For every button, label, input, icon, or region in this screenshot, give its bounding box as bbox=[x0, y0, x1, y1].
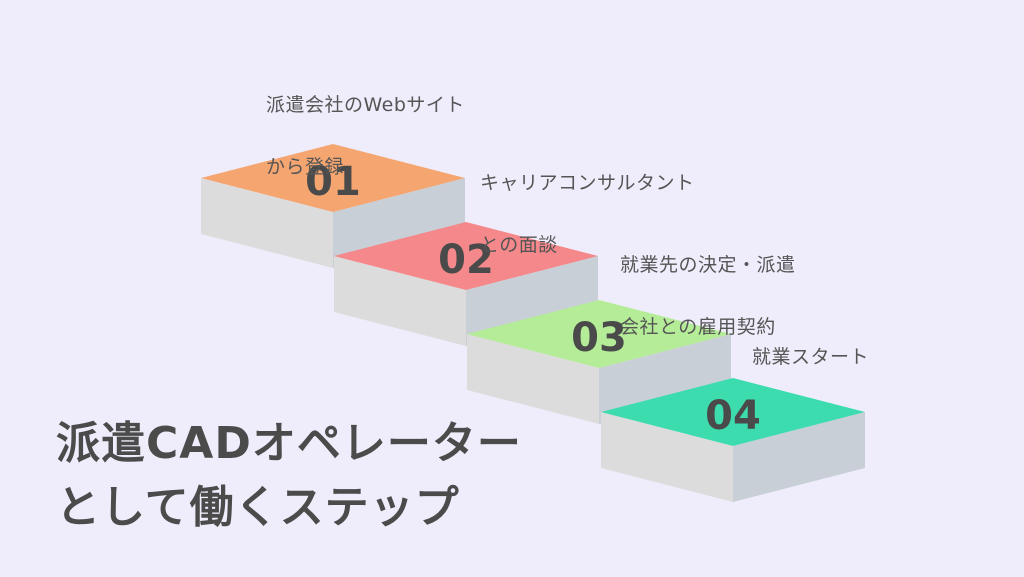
step-2-description-line-1: キャリアコンサルタント bbox=[480, 172, 695, 194]
step-4-description-line-1: 就業スタート bbox=[752, 346, 870, 368]
step-block-4: 04 bbox=[601, 378, 865, 502]
step-1-description-line-2: から登録 bbox=[266, 156, 345, 178]
step-3-left-face bbox=[467, 334, 599, 424]
step-2-description: キャリアコンサルタント との面談 bbox=[480, 137, 695, 292]
step-2-right-face bbox=[466, 256, 598, 346]
step-3-top-face bbox=[467, 300, 731, 368]
step-3-right-face bbox=[599, 334, 731, 424]
main-title-line-1: 派遣CADオペレーター bbox=[56, 418, 522, 469]
step-4-top-face bbox=[601, 378, 865, 446]
step-1-top-face bbox=[201, 144, 465, 212]
step-3-description-line-2: 会社との雇用契約 bbox=[620, 316, 776, 338]
step-1-description: 派遣会社のWebサイト から登録 bbox=[266, 59, 465, 214]
step-4-right-face bbox=[733, 412, 865, 502]
step-2-top-face bbox=[334, 222, 598, 290]
step-2-description-line-2: との面談 bbox=[480, 234, 558, 256]
step-4-left-face bbox=[601, 412, 733, 502]
step-2-number: 02 bbox=[438, 237, 494, 283]
main-title-line-2: として働くステップ bbox=[56, 482, 460, 533]
step-block-3: 03 bbox=[467, 300, 731, 424]
step-4-number: 04 bbox=[705, 393, 761, 439]
step-4-description: 就業スタート bbox=[752, 311, 869, 404]
step-1-left-face bbox=[201, 178, 333, 268]
step-3-description-line-1: 就業先の決定・派遣 bbox=[620, 254, 796, 276]
main-title: 派遣CADオペレーター として働くステップ bbox=[56, 412, 522, 540]
step-block-1: 01 bbox=[201, 144, 465, 268]
step-block-2: 02 bbox=[334, 222, 598, 346]
step-3-number: 03 bbox=[571, 315, 627, 361]
step-1-description-line-1: 派遣会社のWebサイト bbox=[266, 94, 465, 116]
step-1-number: 01 bbox=[305, 159, 361, 205]
step-3-description: 就業先の決定・派遣 会社との雇用契約 bbox=[620, 219, 796, 374]
step-2-left-face bbox=[334, 256, 466, 346]
step-1-right-face bbox=[333, 178, 465, 268]
